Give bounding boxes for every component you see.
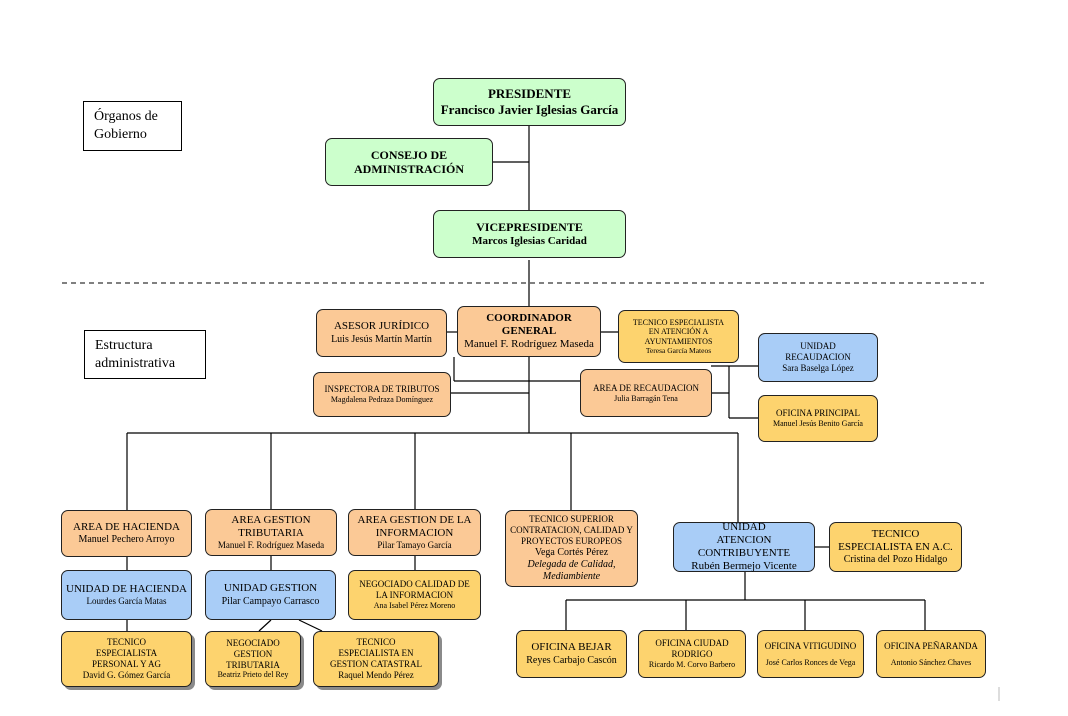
legend-estructura-administrativa: Estructura administrativa xyxy=(84,330,206,379)
node-title: OFICINA BEJAR xyxy=(531,641,612,654)
node-title: INSPECTORA DE TRIBUTOS xyxy=(324,384,440,395)
node-title: TECNICO ESPECIALISTA EN A.C. xyxy=(838,527,953,553)
node-title: TECNICO ESPECIALISTA EN ATENCIÓN A AYUNT… xyxy=(632,317,725,346)
node-tecnico-personal[interactable]: TECNICO ESPECIALISTA PERSONAL Y AG David… xyxy=(61,631,192,687)
node-presidente[interactable]: PRESIDENTE Francisco Javier Iglesias Gar… xyxy=(433,78,626,126)
node-tecnico-ac[interactable]: TECNICO ESPECIALISTA EN A.C. Cristina de… xyxy=(829,522,962,572)
node-negociado-gestion[interactable]: NEGOCIADO GESTION TRIBUTARIA Beatriz Pri… xyxy=(205,631,301,687)
node-vicepresidente[interactable]: VICEPRESIDENTE Marcos Iglesias Caridad xyxy=(433,210,626,258)
node-unidad-atencion-contribuyente[interactable]: UNIDAD ATENCION CONTRIBUYENTE Rubén Berm… xyxy=(673,520,815,573)
node-person: Manuel Pechero Arroyo xyxy=(78,534,175,546)
node-title: AREA DE HACIENDA xyxy=(73,520,180,533)
node-title: NEGOCIADO GESTION TRIBUTARIA xyxy=(226,638,280,670)
node-person: Ricardo M. Corvo Barbero xyxy=(648,660,736,669)
node-title: UNIDAD DE HACIENDA xyxy=(66,583,187,595)
node-tecnico-superior[interactable]: TECNICO SUPERIOR CONTRATACION, CALIDAD Y… xyxy=(505,510,638,587)
node-title: OFICINA PRINCIPAL xyxy=(776,408,860,419)
node-tecnico-ayuntamientos[interactable]: TECNICO ESPECIALISTA EN ATENCIÓN A AYUNT… xyxy=(618,310,739,363)
node-tecnico-catastral[interactable]: TECNICO ESPECIALISTA EN GESTION CATASTRA… xyxy=(313,631,439,687)
node-person: Manuel F. Rodríguez Maseda xyxy=(217,540,325,551)
node-title: UNIDAD RECAUDACION xyxy=(785,341,851,363)
node-person: Ana Isabel Pérez Moreno xyxy=(373,601,456,610)
node-person: José Carlos Ronces de Vega xyxy=(765,657,856,667)
node-person: Manuel Jesús Benito García xyxy=(773,419,863,429)
node-area-hacienda[interactable]: AREA DE HACIENDA Manuel Pechero Arroyo xyxy=(61,510,192,557)
node-unidad-recaudacion[interactable]: UNIDAD RECAUDACION Sara Baselga López xyxy=(758,333,878,382)
node-title: AREA DE RECAUDACION xyxy=(592,382,699,393)
node-title: ASESOR JURÍDICO xyxy=(333,320,430,333)
node-note: Delegada de Calidad, Mediambiente xyxy=(527,558,616,582)
node-title: UNIDAD ATENCION CONTRIBUYENTE xyxy=(697,520,791,559)
node-person: Julia Barragán Tena xyxy=(614,393,678,403)
node-unidad-hacienda[interactable]: UNIDAD DE HACIENDA Lourdes García Matas xyxy=(61,570,192,620)
node-coordinador-general[interactable]: COORDINADOR GENERAL Manuel F. Rodríguez … xyxy=(457,306,601,357)
node-title: CONSEJO DE ADMINISTRACIÓN xyxy=(354,147,465,176)
node-area-recaudacion[interactable]: AREA DE RECAUDACION Julia Barragán Tena xyxy=(580,369,712,417)
node-title: UNIDAD GESTION xyxy=(223,582,318,595)
node-title: OFICINA PEÑARANDA xyxy=(884,640,978,651)
node-person: Francisco Javier Iglesias García xyxy=(440,102,619,117)
node-negociado-calidad[interactable]: NEGOCIADO CALIDAD DE LA INFORMACION Ana … xyxy=(348,570,481,620)
node-oficina-principal[interactable]: OFICINA PRINCIPAL Manuel Jesús Benito Ga… xyxy=(758,395,878,442)
node-area-gestion-tributaria[interactable]: AREA GESTION TRIBUTARIA Manuel F. Rodríg… xyxy=(205,509,337,556)
node-person: Pilar Campayo Carrasco xyxy=(221,595,320,607)
node-title: NEGOCIADO CALIDAD DE LA INFORMACION xyxy=(359,579,470,601)
node-title: TECNICO ESPECIALISTA EN GESTION CATASTRA… xyxy=(329,637,423,669)
node-person: Raquel Mendo Pérez xyxy=(338,669,414,680)
legend-organos-gobierno: Órganos de Gobierno xyxy=(83,101,182,151)
node-oficina-penaranda[interactable]: OFICINA PEÑARANDA Antonio Sánchez Chaves xyxy=(876,630,986,678)
node-person: Sara Baselga López xyxy=(782,362,854,373)
node-person: Teresa García Mateos xyxy=(645,346,712,356)
node-area-gestion-informacion[interactable]: AREA GESTION DE LA INFORMACION Pilar Tam… xyxy=(348,509,481,556)
node-title: AREA GESTION DE LA INFORMACION xyxy=(357,513,472,540)
node-unidad-gestion[interactable]: UNIDAD GESTION Pilar Campayo Carrasco xyxy=(205,570,336,620)
node-title: OFICINA VITIGUDINO xyxy=(764,640,857,651)
node-title: PRESIDENTE xyxy=(487,86,572,102)
node-person: Lourdes García Matas xyxy=(86,596,167,607)
node-inspectora-tributos[interactable]: INSPECTORA DE TRIBUTOS Magdalena Pedraza… xyxy=(313,372,451,417)
node-title: VICEPRESIDENTE xyxy=(476,220,583,235)
node-person: Cristina del Pozo Hidalgo xyxy=(843,554,948,566)
node-person: Luis Jesús Martín Martín xyxy=(331,333,432,345)
node-person: Manuel F. Rodríguez Maseda xyxy=(464,338,594,351)
node-title: OFICINA CIUDAD RODRIGO xyxy=(655,638,729,660)
node-title: COORDINADOR GENERAL xyxy=(486,311,572,337)
node-person: Reyes Carbajo Cascón xyxy=(526,654,617,666)
node-person: Beatriz Prieto del Rey xyxy=(217,670,289,680)
node-person: Rubén Bermejo Vicente xyxy=(691,560,797,573)
node-oficina-bejar[interactable]: OFICINA BEJAR Reyes Carbajo Cascón xyxy=(516,630,627,678)
node-oficina-vitigudino[interactable]: OFICINA VITIGUDINO José Carlos Ronces de… xyxy=(757,630,864,678)
node-person: Pilar Tamayo García xyxy=(377,540,452,551)
node-person: Marcos Iglesias Caridad xyxy=(472,234,587,247)
node-consejo-administracion[interactable]: CONSEJO DE ADMINISTRACIÓN xyxy=(325,138,493,186)
node-person: Magdalena Pedraza Domínguez xyxy=(330,395,434,405)
node-title: TECNICO ESPECIALISTA PERSONAL Y AG xyxy=(91,637,161,669)
node-person: Vega Cortés Pérez xyxy=(534,546,609,558)
node-asesor-juridico[interactable]: ASESOR JURÍDICO Luis Jesús Martín Martín xyxy=(316,309,447,357)
node-person: David G. Gómez García xyxy=(82,669,171,680)
node-oficina-ciudad-rodrigo[interactable]: OFICINA CIUDAD RODRIGO Ricardo M. Corvo … xyxy=(638,630,746,678)
node-title: AREA GESTION TRIBUTARIA xyxy=(231,513,311,540)
node-person: Antonio Sánchez Chaves xyxy=(890,657,972,667)
node-title: TECNICO SUPERIOR CONTRATACION, CALIDAD Y… xyxy=(510,514,633,546)
